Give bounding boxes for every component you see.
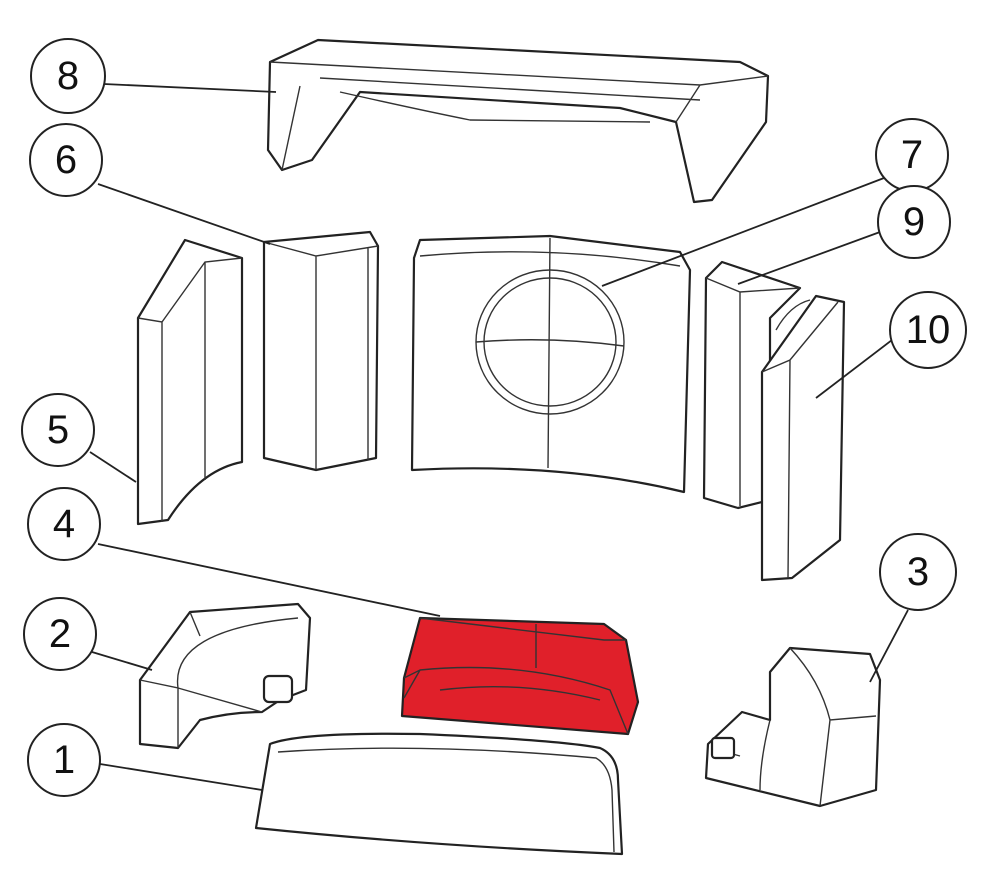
part-10-right-side-panel[interactable] bbox=[760, 294, 846, 582]
callout-6: 6 bbox=[29, 123, 103, 197]
part-5-left-side-panel[interactable] bbox=[136, 238, 244, 526]
part-3-right-base-corner[interactable] bbox=[704, 646, 882, 808]
leader-lines bbox=[89, 83, 909, 791]
callout-8: 8 bbox=[30, 38, 106, 114]
leader-5 bbox=[89, 451, 137, 483]
callout-3: 3 bbox=[879, 533, 957, 611]
part-1-front-rail[interactable] bbox=[254, 732, 624, 856]
svg-text:9: 9 bbox=[903, 200, 925, 244]
leader-4 bbox=[97, 543, 441, 617]
leader-1 bbox=[99, 763, 263, 791]
part-6-left-rear-panel[interactable] bbox=[262, 230, 380, 472]
svg-text:10: 10 bbox=[906, 308, 951, 352]
callout-9: 9 bbox=[877, 185, 951, 259]
svg-text:8: 8 bbox=[57, 54, 79, 98]
svg-text:2: 2 bbox=[49, 612, 71, 656]
svg-text:7: 7 bbox=[901, 133, 923, 177]
part-4-base-brick-highlighted[interactable] bbox=[400, 616, 640, 736]
leader-6 bbox=[97, 183, 271, 245]
part-7-rear-panel[interactable] bbox=[410, 234, 692, 494]
part-2-left-base-corner[interactable] bbox=[138, 602, 312, 750]
svg-text:6: 6 bbox=[55, 138, 77, 182]
callout-7: 7 bbox=[875, 118, 949, 192]
leader-8 bbox=[103, 83, 277, 93]
part-8-top-baffle[interactable] bbox=[266, 38, 770, 204]
leader-10 bbox=[815, 339, 893, 399]
svg-text:5: 5 bbox=[47, 408, 69, 452]
callout-10: 10 bbox=[889, 291, 967, 369]
callout-5: 5 bbox=[21, 393, 95, 467]
leader-7 bbox=[601, 177, 885, 287]
callout-4: 4 bbox=[27, 487, 101, 561]
callout-1: 1 bbox=[27, 723, 101, 797]
svg-text:3: 3 bbox=[907, 550, 929, 594]
leader-2 bbox=[91, 651, 153, 671]
svg-text:4: 4 bbox=[53, 502, 75, 546]
leader-3 bbox=[869, 609, 909, 683]
svg-text:1: 1 bbox=[53, 738, 75, 782]
callout-2: 2 bbox=[23, 597, 97, 671]
leader-9 bbox=[737, 231, 881, 285]
